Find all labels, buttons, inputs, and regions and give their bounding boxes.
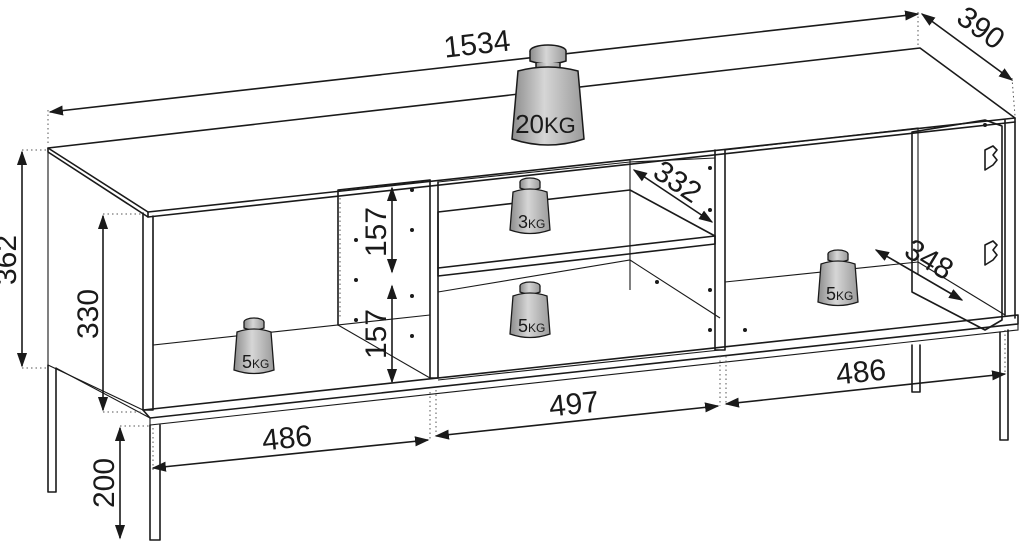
dim-height-label: 362 [0, 235, 23, 285]
dim-leg-height-label: 200 [88, 458, 121, 508]
partition-left [337, 179, 431, 326]
weight-middle-upper-value: 3 [518, 212, 528, 232]
weight-icon-right: 5 KG [817, 249, 859, 307]
dim-shelf-upper-label: 157 [360, 207, 393, 257]
hinge-icon [984, 145, 998, 266]
weight-icon-top: 20 KG [511, 44, 585, 146]
weight-icon-left: 5 KG [233, 317, 275, 375]
weight-left-value: 5 [242, 352, 252, 372]
weight-top-unit: KG [544, 113, 576, 138]
right-door [911, 119, 1003, 331]
dimension-lines [16, 10, 1016, 540]
top-front-edge [147, 117, 1016, 218]
left-side-panel [142, 212, 154, 411]
weight-left-unit: KG [252, 357, 269, 371]
dim-shelf-depth-label: 332 [647, 154, 707, 209]
weight-top-value: 20 [515, 109, 544, 139]
dimension-labels: 1534 390 362 330 157 157 332 348 200 486… [0, 0, 1011, 508]
weight-middle-lower-value: 5 [518, 316, 528, 336]
partition-right [714, 149, 726, 351]
dim-right-width-label: 486 [834, 354, 887, 392]
right-side-panel [1004, 119, 1016, 319]
cabinet-body [47, 47, 1019, 426]
middle-shelf [437, 189, 716, 269]
dim-left-width-label: 486 [260, 420, 313, 458]
dim-depth-label: 390 [951, 0, 1011, 56]
dim-middle-width-label: 497 [547, 386, 600, 424]
weight-icon-middle-lower: 5 KG [509, 281, 551, 339]
weight-middle-lower-unit: KG [528, 321, 545, 335]
dim-right-depth-label: 348 [899, 233, 959, 287]
dim-shelf-lower-label: 157 [360, 309, 393, 359]
weight-icon-middle-upper: 3 KG [509, 177, 551, 235]
weight-middle-upper-unit: KG [528, 217, 545, 231]
dim-inner-height-label: 330 [72, 289, 105, 339]
weight-right-unit: KG [836, 289, 853, 303]
dim-width-label: 1534 [442, 24, 512, 64]
weight-right-value: 5 [826, 284, 836, 304]
